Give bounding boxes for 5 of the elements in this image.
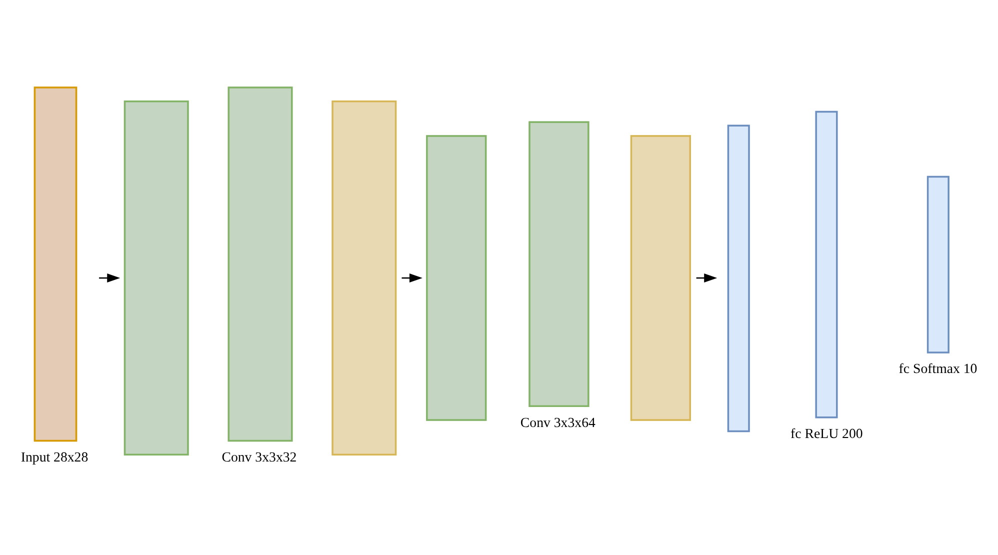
node-label: fc Softmax 10	[898, 360, 978, 376]
node-label: Conv 3x3x64	[520, 414, 596, 430]
node-label: fc ReLU 200	[790, 426, 863, 440]
node-label: Input 28x28	[20, 448, 88, 464]
node-label: Conv 3x3x32	[222, 448, 297, 464]
